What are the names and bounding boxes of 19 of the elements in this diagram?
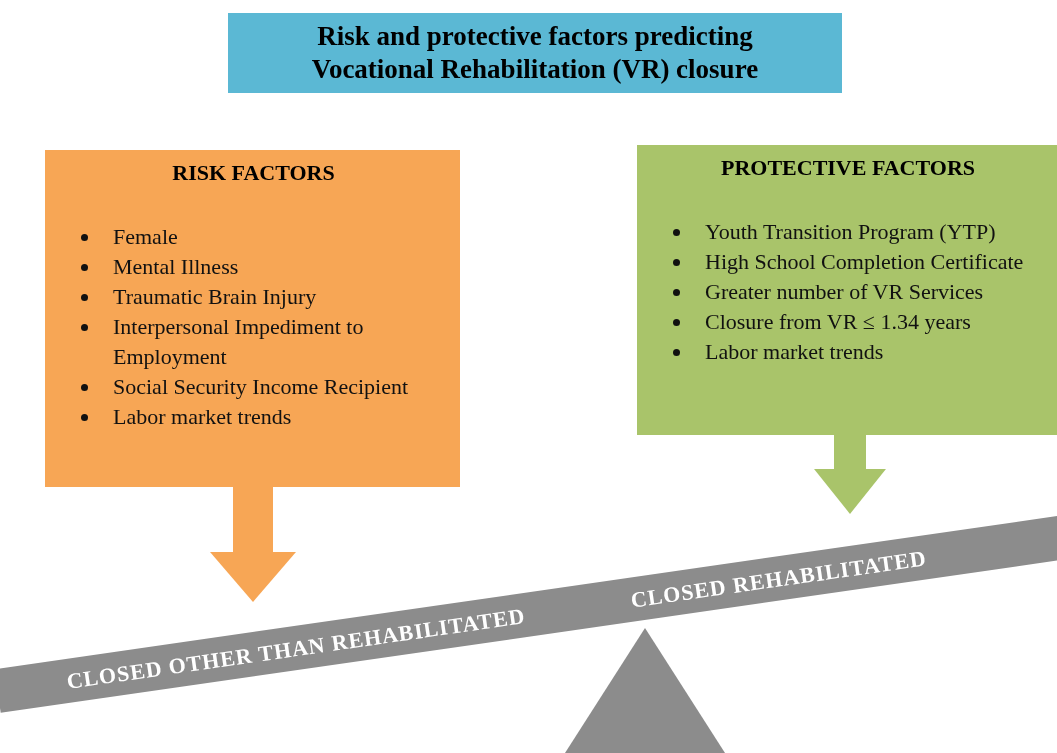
bullet-item: Youth Transition Program (YTP) xyxy=(705,219,996,244)
block-arrow xyxy=(814,435,886,514)
bullet-item: Closure from VR ≤ 1.34 years xyxy=(705,309,971,334)
block-arrow xyxy=(210,487,296,602)
bullet-item: Mental Illness xyxy=(113,254,239,279)
factor-box xyxy=(637,145,1057,435)
bullet-item: Traumatic Brain Injury xyxy=(113,284,317,309)
box-heading: PROTECTIVE FACTORS xyxy=(719,155,977,181)
bullet-item: Social Security Income Recipient xyxy=(113,374,409,399)
bullet-item: Interpersonal Impediment to Employment xyxy=(113,314,364,369)
fulcrum-triangle xyxy=(565,628,725,753)
bullet-item: High School Completion Certificate xyxy=(705,249,1024,274)
box-heading: RISK FACTORS xyxy=(171,160,336,186)
factor-box xyxy=(45,150,460,487)
title-banner: Risk and protective factors predicting Vocational Rehabilitation (VR) closure xyxy=(228,13,842,93)
bullet-item: Female xyxy=(113,224,178,249)
bullet-item: Labor market trends xyxy=(113,404,292,429)
bullet-item: Labor market trends xyxy=(705,339,884,364)
bullet-item: Greater number of VR Services xyxy=(705,279,984,304)
